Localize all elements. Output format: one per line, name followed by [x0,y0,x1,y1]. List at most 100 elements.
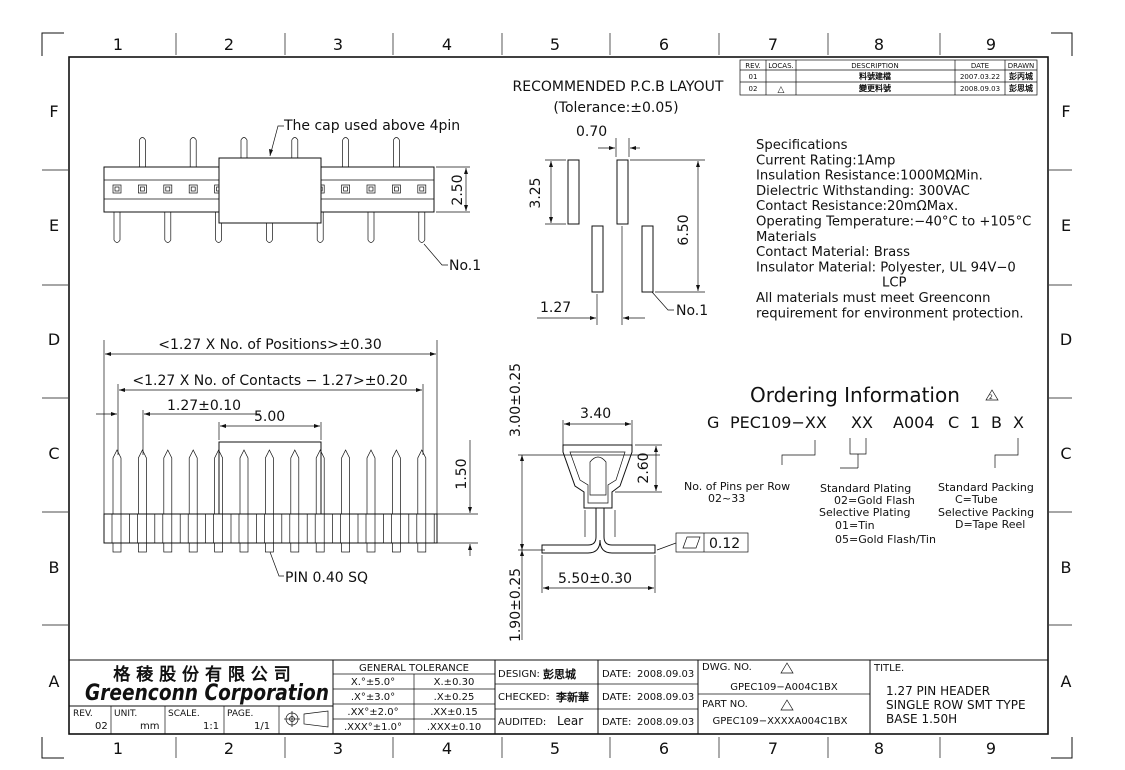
order-sel-plating: Selective Plating [819,506,911,519]
rev-header-description: DESCRIPTION [851,62,898,70]
order-pins-range: 02~33 [708,492,745,505]
dwg-no-value: GPEC109−A004C1BX [730,682,838,693]
tolerance-linear: .XXX±0.10 [427,722,481,733]
pin-square-inner [368,186,374,192]
order-std-packing: Standard Packing [938,481,1034,494]
row-label-F: F [1061,102,1070,121]
front-dim-150: 1.50 [454,458,470,489]
checked-label: CHECKED: [498,692,550,703]
pin-lead [367,212,375,243]
date-label-1: DATE: [602,669,631,680]
spec-line: LCP [882,276,907,291]
side-dim-190: 1.90±0.25 [508,568,524,642]
date-label-2: DATE: [602,692,631,703]
date-label-3: DATE: [602,717,631,728]
pin-lead [189,137,197,167]
pin-square [163,184,173,194]
spec-line: Current Rating:1Amp [756,153,895,168]
spec-line: requirement for environment protection. [756,306,1024,321]
front-pin-tail [341,542,350,553]
pcb-layout: RECOMMENDED P.C.B LAYOUT (Tolerance:±0.0… [513,79,724,325]
pin-square [417,184,427,194]
pcb-tolerance: (Tolerance:±0.05) [553,100,678,116]
row-label-F: F [49,102,58,121]
order-code-1: 1 [970,413,980,432]
flatness-icon [682,536,701,549]
title-line-2: SINGLE ROW SMT TYPE [886,698,1026,712]
front-pin-tail [239,542,249,553]
row-label-E: E [49,216,59,235]
row-label-C: C [48,444,59,463]
front-pin [214,449,223,514]
rev-header-date: DATE [971,62,989,70]
front-pin-tail [366,542,376,553]
front-pin-tail [417,542,427,553]
pin-lead [418,212,426,243]
front-pin-tail [163,542,173,553]
pin-square-inner [343,186,348,192]
order-code-g: G [707,413,719,432]
front-pin-tail [138,542,147,553]
date-value-2: 2008.09.03 [637,692,694,703]
order-code-a004: A004 [893,413,934,432]
unit-value: mm [140,721,159,732]
cap-outline [218,157,322,224]
page-value: 1/1 [254,721,270,732]
front-pin-tail [392,542,401,553]
top-no1-label: No.1 [449,258,481,274]
flatness-value: 0.12 [709,536,740,552]
order-code-c: C [948,413,959,432]
pcb-dim-070: 0.70 [576,124,607,140]
order-std-plating: Standard Plating [820,482,911,495]
spec-line: Insulation Resistance:1000MΩMin. [756,169,983,184]
spec-line: Insulator Material: Polyester, UL 94V−0 [756,260,1016,275]
pcb-pad [567,159,580,225]
pcb-pad [641,225,654,293]
projection-symbol-icon [284,710,329,728]
rev-row1-desc: 料號建檔 [859,71,891,81]
pcb-pad [591,225,604,293]
revision-triangle-icon [985,389,999,401]
spec-line: Operating Temperature:−40°C to +105°C [756,215,1031,230]
pin-lead [240,137,248,167]
unit-label: UNIT. [114,709,137,719]
pin-square [138,184,147,194]
pin-note: PIN 0.40 SQ [285,570,368,586]
pin-square-inner [419,186,425,192]
pin-square [341,184,350,194]
tolerance-linear: .X±0.25 [434,692,475,703]
pcb-pad [616,159,629,225]
ordering-title: Ordering Information [750,383,960,407]
company-name-cn: 格 稜 股 份 有 限 公 司 [113,664,290,685]
pin-lead [291,137,299,167]
dwg-revision-icon [780,662,794,674]
top-view: The cap used above 4pin 2.50 No.1 [103,118,481,274]
front-pin [341,449,350,514]
rev-row1-date: 2007.03.22 [960,73,1000,81]
pin-lead [113,212,121,243]
rev-row2-desc: 變更料號 [858,83,891,93]
tolerance-linear: X.±0.30 [434,677,475,688]
revision-triangle-mark: 2 [989,394,993,401]
spec-line: Specifications [756,138,848,153]
title-line-3: BASE 1.50H [886,712,957,726]
front-pin-tail [112,542,122,553]
pin-square [366,184,376,194]
spec-line: Contact Resistance:20mΩMax. [756,199,958,214]
pin-square [392,184,401,194]
column-label-6: 6 [659,739,669,758]
dwg-no-label: DWG. NO. [702,662,752,673]
pin-square-inner [114,186,120,192]
front-view: <1.27 X No. of Positions>±0.30 <1.27 X N… [96,337,478,586]
pcb-layout-title: RECOMMENDED P.C.B LAYOUT [513,79,724,95]
column-label-3: 3 [333,35,343,54]
front-pin-tail [290,542,300,553]
front-pin-tail [214,542,223,553]
order-code-series: PEC109−XX [730,413,827,432]
order-pins-label: No. of Pins per Row [684,480,790,493]
pin-square-inner [190,186,196,192]
front-pin [239,449,249,514]
title-label: TITLE. [873,663,904,674]
front-dim-127: 1.27±0.10 [167,398,241,414]
